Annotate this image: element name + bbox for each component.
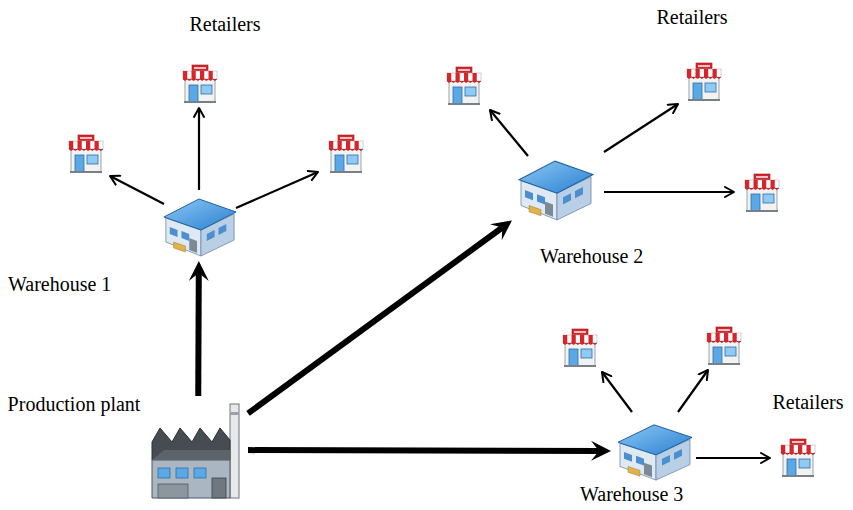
arrow-head: [189, 261, 209, 281]
group-label: Retailers: [189, 12, 260, 36]
node-label: Warehouse 3: [580, 482, 683, 506]
warehouse: Warehouse 2: [515, 156, 595, 222]
supply-arrow: [248, 220, 512, 413]
arrow-shaft: [248, 228, 502, 414]
warehouse-icon: [515, 156, 595, 222]
group-label: Retailers: [656, 5, 727, 29]
arrow-shaft: [195, 273, 202, 396]
warehouse: Warehouse 3: [614, 420, 694, 482]
production-plant-icon: [150, 398, 246, 502]
supply-arrow: [189, 261, 209, 396]
node-label: Warehouse 2: [540, 244, 643, 268]
retailer-icons: [69, 63, 815, 477]
node-label: Warehouse 1: [8, 272, 111, 296]
arrow-head: [591, 441, 611, 461]
node-label: Production plant: [6, 392, 142, 416]
arrow-head: [490, 220, 512, 240]
warehouse-icon: [160, 194, 238, 258]
warehouse: Warehouse 1: [160, 194, 238, 258]
supply-arrow: [248, 441, 611, 461]
arrow-shaft: [248, 447, 599, 454]
group-label: Retailers: [772, 390, 843, 414]
retailer-arrows: [110, 104, 770, 458]
warehouse-icon: [614, 420, 694, 482]
production-plant: Production plant: [150, 398, 246, 502]
